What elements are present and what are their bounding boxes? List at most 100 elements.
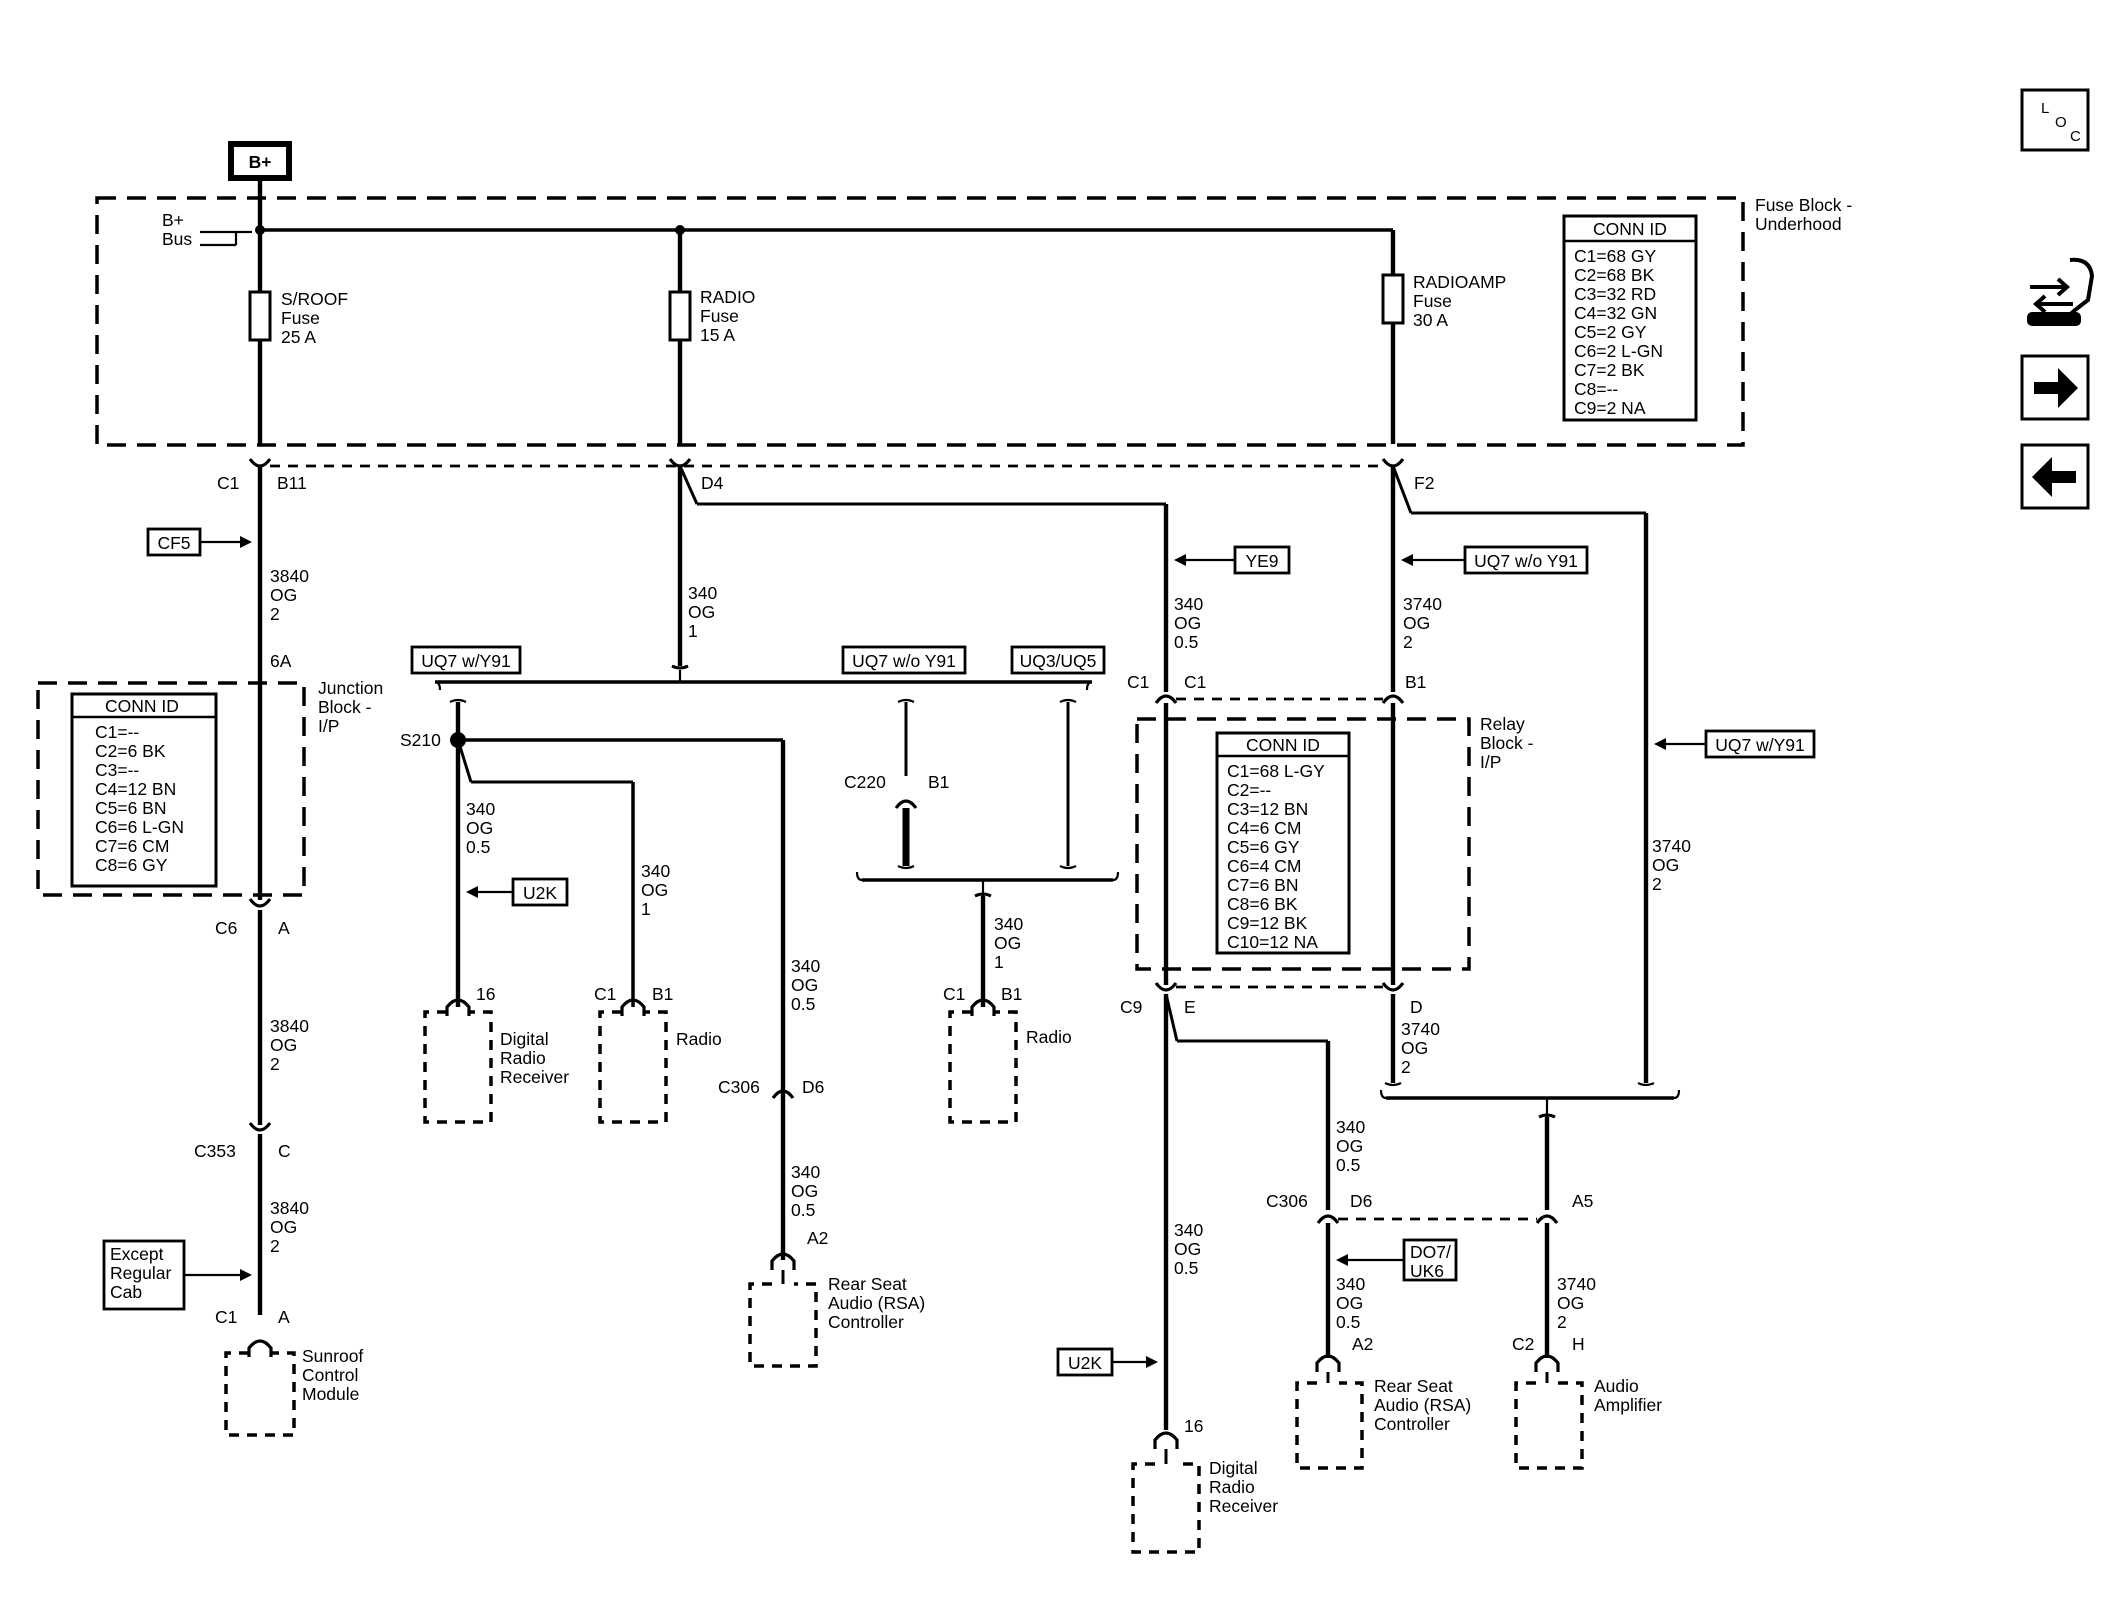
fuse-radioamp-rating: 30 A <box>1413 310 1448 330</box>
wire-3740-relay-d-size: 2 <box>1401 1057 1411 1077</box>
loc-letter-o: O <box>2055 114 2067 131</box>
tag-uq3-uq5: UQ3/UQ5 <box>1020 651 1097 671</box>
fuse-conn-row: C6=2 L-GN <box>1574 341 1663 361</box>
conn-relay-c1: C1 <box>1127 672 1149 692</box>
tag-uq7-w-y91-right: UQ7 w/Y91 <box>1715 735 1804 755</box>
comp-drr-left-1: Digital <box>500 1029 549 1049</box>
tag-uq7-w-y91-left: UQ7 w/Y91 <box>421 651 510 671</box>
conn-relay-c1-pin: C1 <box>1184 672 1206 692</box>
fuse-radioamp-name: RADIOAMP <box>1413 272 1506 292</box>
comp-amp-2: Amplifier <box>1594 1395 1662 1415</box>
conn-rsa-left-a2: A2 <box>807 1228 828 1248</box>
connector-end-view-icon[interactable] <box>2027 257 2095 326</box>
next-page-arrow-icon <box>2034 368 2078 408</box>
fuse-radio-rating: 15 A <box>700 325 735 345</box>
wire-340-radio-left-size: 1 <box>641 899 651 919</box>
fuse-block-label-2: Underhood <box>1755 214 1842 234</box>
connector-relay-c1-icon <box>1154 694 1178 704</box>
loc-button[interactable]: L O C <box>2020 88 2090 152</box>
conn-relay-b1: B1 <box>1405 672 1426 692</box>
loc-letter-c: C <box>2070 128 2081 145</box>
relay-conn-row: C6=4 CM <box>1227 856 1301 876</box>
wire-3740-top-color: OG <box>1403 613 1430 633</box>
radio-left-pin-icon <box>620 998 646 1016</box>
fuse-conn-row: C4=32 GN <box>1574 303 1657 323</box>
conn-relay-d: D <box>1410 997 1423 1017</box>
conn-b11: B11 <box>277 473 307 493</box>
wire-340-rsa-right-top-color: OG <box>1336 1136 1363 1156</box>
relay-conn-row: C1=68 L-GY <box>1227 761 1325 781</box>
wire-340-c9e-color: OG <box>1174 1239 1201 1259</box>
conn-c6: C6 <box>215 918 237 938</box>
splice-s210: S210 <box>400 730 441 750</box>
rsa-left-pin-icon <box>770 1252 796 1270</box>
relay-conn-row: C9=12 BK <box>1227 913 1308 933</box>
connector-c220-icon <box>894 799 918 809</box>
radio-mid-pin-icon <box>970 998 996 1016</box>
conn-radio-mid-b1: B1 <box>1001 984 1022 1004</box>
wire-3740-relay-d-color: OG <box>1401 1038 1428 1058</box>
wire-340-radio-fuse-size: 1 <box>688 621 698 641</box>
wire-340-rsa-right-bottom-color: OG <box>1336 1293 1363 1313</box>
connector-relay-d-icon <box>1381 982 1405 992</box>
wire-3740-right-long-color: OG <box>1652 855 1679 875</box>
tag-u2k-left: U2K <box>523 883 557 903</box>
wire-340-ye9-size: 0.5 <box>1174 632 1198 652</box>
fuse-sroof-type: Fuse <box>281 308 320 328</box>
source-tag: B+ <box>249 152 272 172</box>
conn-a5: A5 <box>1572 1191 1593 1211</box>
relay-label-2: Block - <box>1480 733 1534 753</box>
conn-c353-pin: C <box>278 1141 291 1161</box>
tag-cf5: CF5 <box>157 533 190 553</box>
wire-3740-relay-d-num: 3740 <box>1401 1019 1440 1039</box>
drr-bottom-pin-icon <box>1153 1431 1179 1449</box>
sunroof-pin-icon <box>247 1339 273 1357</box>
junction-conn-row: C4=12 BN <box>95 779 176 799</box>
conn-c306-right: C306 <box>1266 1191 1308 1211</box>
comp-rsa-right-1: Rear Seat <box>1374 1376 1453 1396</box>
rsa-right-pin-icon <box>1315 1354 1341 1372</box>
relay-conn-row: C7=6 BN <box>1227 875 1299 895</box>
comp-drr-bottom-1: Digital <box>1209 1458 1258 1478</box>
wire-3740-right-long-num: 3740 <box>1652 836 1691 856</box>
conn-rsa-right-a2: A2 <box>1352 1334 1373 1354</box>
bus-label-2: Bus <box>162 229 192 249</box>
relay-block-circuit: YE9 340 OG 0.5 UQ7 w/o Y91 3740 OG 2 UQ7… <box>678 465 1816 1554</box>
wire-340-radio-left-color: OG <box>641 880 668 900</box>
connector-relay-b1-icon <box>1381 694 1405 704</box>
connector-a5-icon <box>1535 1214 1559 1224</box>
previous-page-button[interactable] <box>2020 443 2090 510</box>
fuse-conn-row: C2=68 BK <box>1574 265 1655 285</box>
junction-label-2: Block - <box>318 697 372 717</box>
tag-except-1: Except <box>110 1244 164 1264</box>
junction-conn-row: C6=6 L-GN <box>95 817 184 837</box>
wire-340-radio-fuse-color: OG <box>688 602 715 622</box>
fuse-conn-row: C8=-- <box>1574 379 1618 399</box>
relay-conn-row: C8=6 BK <box>1227 894 1298 914</box>
wire-340-rsa-left-top-color: OG <box>791 975 818 995</box>
tag-u2k-bottom: U2K <box>1068 1353 1102 1373</box>
next-page-button[interactable] <box>2020 354 2090 421</box>
wire-3740-top-size: 2 <box>1403 632 1413 652</box>
amp-pin-icon <box>1534 1354 1560 1372</box>
wire-3840-b-color: OG <box>270 1035 297 1055</box>
comp-rsa-right-2: Audio (RSA) <box>1374 1395 1471 1415</box>
junction-conn-row: C3=-- <box>95 760 139 780</box>
wire-340-radio-mid-size: 1 <box>994 952 1004 972</box>
comp-rsa-left-1: Rear Seat <box>828 1274 907 1294</box>
comp-radio-left: Radio <box>676 1029 722 1049</box>
comp-drr-left-2: Radio <box>500 1048 546 1068</box>
wire-3740-amp-num: 3740 <box>1557 1274 1596 1294</box>
bus-label-1: B+ <box>162 210 184 230</box>
wire-340-s210-color: OG <box>466 818 493 838</box>
wire-340-c9e-num: 340 <box>1174 1220 1203 1240</box>
comp-rsa-left-3: Controller <box>828 1312 904 1332</box>
wire-340-radio-mid-num: 340 <box>994 914 1023 934</box>
conn-drr-16-bottom: 16 <box>1184 1416 1203 1436</box>
wire-340-s210-size: 0.5 <box>466 837 490 857</box>
junction-conn-id-title: CONN ID <box>105 696 179 716</box>
wire-340-ye9-num: 340 <box>1174 594 1203 614</box>
conn-c9: C9 <box>1120 997 1142 1017</box>
fuse-block-label-1: Fuse Block - <box>1755 195 1852 215</box>
wire-3840-c-num: 3840 <box>270 1198 309 1218</box>
